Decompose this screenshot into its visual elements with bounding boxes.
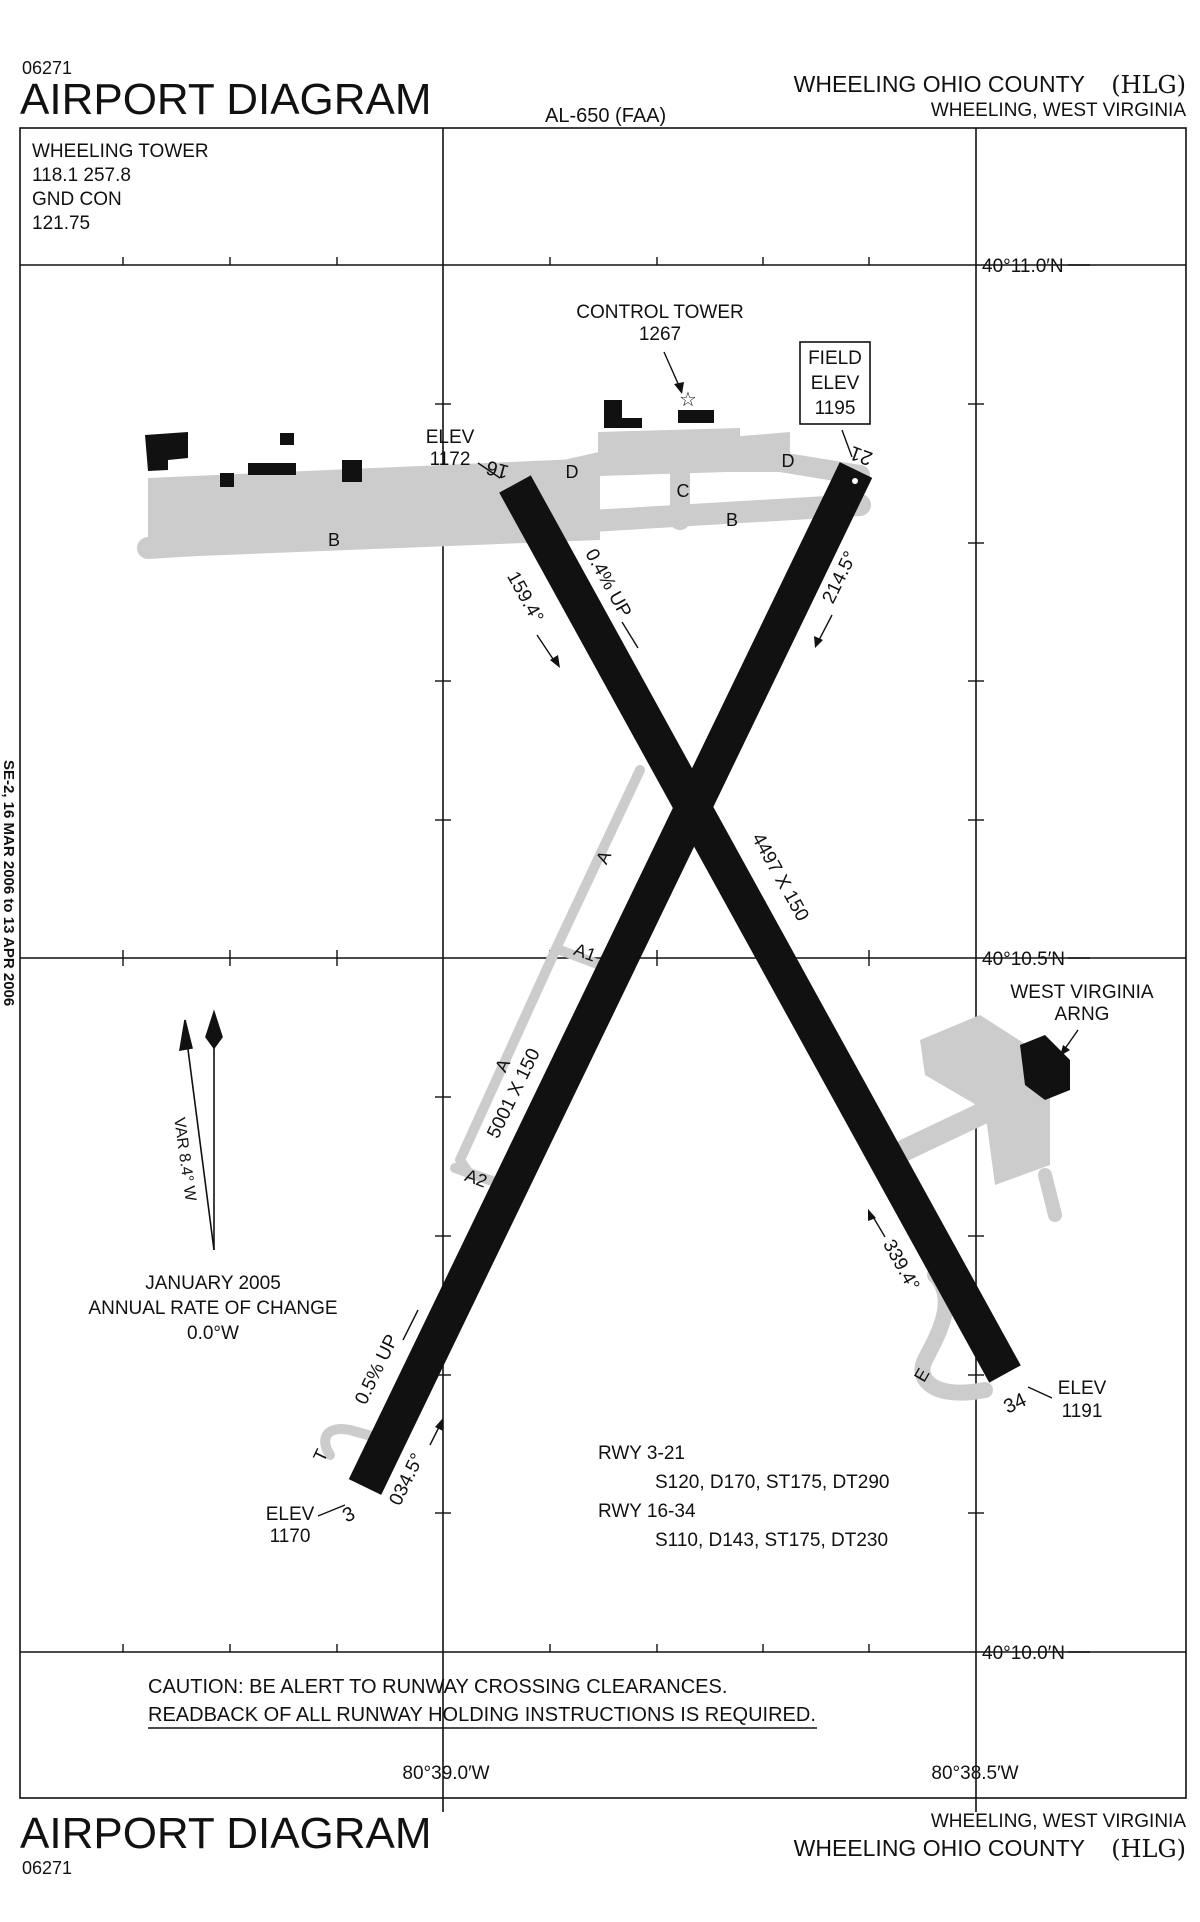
arng-connector (894, 1094, 1011, 1161)
lat-label-bottom: 40°10.0′N (982, 1643, 1065, 1664)
taxiway-label-b-east: B (726, 510, 738, 530)
ground-freq: 121.75 (32, 213, 90, 234)
elev-16-label: ELEV (426, 427, 475, 448)
arng-stub (1038, 1168, 1062, 1222)
building-6 (604, 400, 642, 428)
magnetic-north-line (185, 1033, 215, 1251)
tower-freqs: 118.1 257.8 (32, 165, 131, 186)
mag-var-label: VAR 8.4° W (170, 1116, 199, 1203)
caution-line-2: READBACK OF ALL RUNWAY HOLDING INSTRUCTI… (148, 1704, 816, 1726)
arng-label-line1: WEST VIRGINIA (1010, 982, 1154, 1003)
header-code: 06271 (22, 58, 72, 78)
header-airport-name: WHEELING OHIO COUNTY (794, 71, 1085, 97)
building-4 (280, 433, 294, 445)
header-airport-id: (HLG) (1111, 71, 1186, 99)
taxiway-a2 (450, 1163, 500, 1187)
taxiway-label-b-west: B (328, 530, 340, 550)
caution-line-1: CAUTION: BE ALERT TO RUNWAY CROSSING CLE… (148, 1676, 727, 1698)
elev-16-value: 1172 (430, 449, 471, 470)
header-procedure: AL-650 (FAA) (545, 105, 666, 127)
ground-label: GND CON (32, 189, 122, 210)
lon-label-right: 80°38.5′W (931, 1763, 1018, 1784)
arng-building (1020, 1035, 1070, 1100)
taxiway-d (510, 452, 870, 490)
footer-city-state: WHEELING, WEST VIRGINIA (931, 1811, 1186, 1832)
elev-34-value: 1191 (1062, 1401, 1103, 1422)
header-title: AIRPORT DIAGRAM (20, 75, 432, 124)
footer-code: 06271 (22, 1858, 72, 1878)
north-arrows (179, 1009, 223, 1251)
lon-label-left: 80°39.0′W (402, 1763, 489, 1784)
building-2 (220, 473, 234, 487)
footer-airport-id: (HLG) (1111, 1835, 1186, 1863)
elev-3-value: 1170 (270, 1526, 311, 1547)
strength-values-16-34: S110, D143, ST175, DT230 (655, 1530, 888, 1551)
field-elev-line1: FIELD (808, 348, 862, 369)
mag-var-rate: 0.0°W (187, 1323, 239, 1344)
building-5 (342, 460, 362, 482)
strength-runway-16-34: RWY 16-34 (598, 1501, 696, 1522)
mag-var-rate-label: ANNUAL RATE OF CHANGE (88, 1298, 337, 1319)
heading-159: 159.4° (502, 568, 547, 626)
mag-var-date: JANUARY 2005 (145, 1273, 281, 1294)
control-tower-label: CONTROL TOWER (576, 302, 744, 323)
outer-border (19, 127, 1187, 1799)
footer-title: AIRPORT DIAGRAM (20, 1809, 432, 1858)
runway-3-21 (348, 462, 873, 1495)
magnetic-north-arrowhead (179, 1019, 193, 1051)
control-tower-height: 1267 (639, 324, 681, 345)
strength-runway-3-21: RWY 3-21 (598, 1443, 685, 1464)
footer-airport-name: WHEELING OHIO COUNTY (794, 1835, 1085, 1861)
runway-16-34 (499, 475, 1021, 1383)
elev-34-label: ELEV (1058, 1378, 1107, 1399)
field-elev-value: 1195 (815, 398, 856, 419)
tower-label: WHEELING TOWER (32, 141, 209, 162)
taxiway-a1 (555, 945, 605, 970)
runway-end-34: 34 (1000, 1389, 1029, 1418)
header-city-state: WHEELING, WEST VIRGINIA (931, 100, 1186, 121)
lat-label-top: 40°11.0′N (982, 256, 1064, 277)
building-3 (248, 463, 296, 475)
field-elev-line2: ELEV (811, 373, 860, 394)
taxiway-label-d-east: D (782, 451, 795, 471)
buildings (145, 400, 1070, 1100)
arng-label-line2: ARNG (1055, 1004, 1110, 1025)
field-elev-point (852, 478, 858, 484)
taxiway-b (137, 494, 871, 559)
taxiway-label-c: C (677, 481, 690, 501)
taxiway-t (320, 1424, 380, 1460)
field-elev-box (799, 341, 871, 425)
lat-label-mid: 40°10.5′N (982, 949, 1065, 970)
taxiway-label-d-west: D (566, 462, 579, 482)
lon-ticks (435, 403, 984, 1514)
building-7 (678, 410, 714, 423)
building-1 (145, 432, 188, 471)
control-tower-icon: ☆ (679, 389, 697, 411)
true-north-arrowhead (205, 1009, 223, 1050)
taxiways-and-aprons (137, 428, 1062, 1460)
side-effective-dates: SE-2, 16 MAR 2006 to 13 APR 2006 (0, 760, 17, 1006)
runways (348, 462, 1021, 1495)
strength-values-3-21: S120, D170, ST175, DT290 (655, 1472, 889, 1493)
elev-3-label: ELEV (266, 1504, 315, 1525)
